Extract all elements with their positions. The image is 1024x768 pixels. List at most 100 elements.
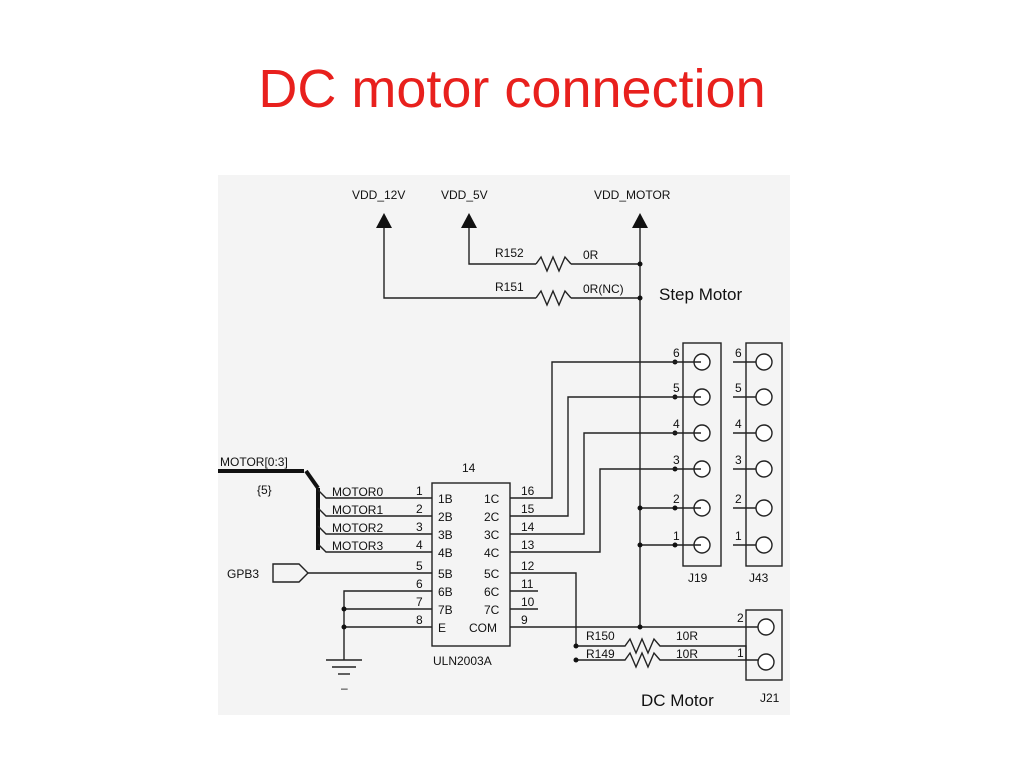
j19-pin-number: 1 [673, 529, 680, 543]
j43-pin-socket-icon [755, 536, 773, 554]
ic-right-pin-number: 12 [521, 559, 535, 573]
j43-label: J43 [749, 571, 769, 585]
vdd-12v-wire [383, 228, 536, 299]
ic-right-pin-number: 15 [521, 502, 535, 516]
ic-left-pin-name: 3B [438, 528, 453, 542]
ic-right-pin-name: COM [469, 621, 497, 635]
net-1c-to-j19-6 [510, 361, 701, 499]
motor-bus-riser [304, 469, 320, 490]
junction-j19-2 [637, 505, 643, 511]
motor-nets: MOTOR0 MOTOR1 MOTOR2 MOTOR3 [332, 485, 383, 553]
motor-bus-label: MOTOR[0:3] [220, 455, 288, 469]
ground-icon [326, 659, 362, 675]
ic-right-pin-name: 2C [484, 510, 500, 524]
ic-right-pin-number: 10 [521, 595, 535, 609]
ic-left-pin-number: 3 [416, 520, 423, 534]
r149-value: 10R [676, 647, 698, 661]
j43-pin-number: 1 [735, 529, 742, 543]
r149-junction [573, 657, 579, 663]
ic-left-pin-number: 8 [416, 613, 423, 627]
j43-pin-socket-icon [755, 424, 773, 442]
slide-title: DC motor connection [258, 59, 766, 119]
ic-left-pin-name: 5B [438, 567, 453, 581]
vdd-motor-arrow-icon [632, 213, 648, 228]
vdd-12v-label: VDD_12V [352, 188, 405, 202]
motor-net-label: MOTOR2 [332, 521, 383, 535]
j21-pin-number: 1 [737, 646, 744, 660]
j19-connector [682, 342, 722, 567]
motor1-wire [317, 507, 432, 517]
vdd-motor-label: VDD_MOTOR [594, 188, 671, 202]
j19-pin-number: 3 [673, 453, 680, 467]
junction-j19-2-pin [672, 505, 678, 511]
motor-net-label: MOTOR0 [332, 485, 383, 499]
ic-top-pin: 14 [462, 461, 476, 475]
ground-wire [343, 590, 432, 660]
j43-pin-number: 3 [735, 453, 742, 467]
j43-pin-number: 2 [735, 492, 742, 506]
junction-j19-1 [637, 542, 643, 548]
motor-net-label: MOTOR3 [332, 539, 383, 553]
r149-resistor-icon [576, 651, 746, 669]
ic-right-pin-name: 4C [484, 546, 500, 560]
ic-left-pin-name: 1B [438, 492, 453, 506]
j21-label: J21 [760, 691, 780, 705]
ic-right-pin-number: 11 [521, 577, 534, 591]
motor-net-label: MOTOR1 [332, 503, 383, 517]
r150-value: 10R [676, 629, 698, 643]
vdd-5v-arrow-icon [461, 213, 477, 228]
ic-5c-wire [510, 572, 577, 646]
r150-junction [573, 643, 579, 649]
net-4c-to-j19-3 [510, 468, 701, 553]
j21-pin-socket-icon [757, 618, 775, 636]
ic-right-pin-name: 5C [484, 567, 500, 581]
ic-left-pin-number: 1 [416, 484, 423, 498]
r152-value: 0R [583, 248, 599, 262]
gpb3-port-icon [272, 563, 309, 583]
r151-value: 0R(NC) [583, 282, 624, 296]
j43-pin-socket-icon [755, 499, 773, 517]
j21-connector [745, 609, 783, 681]
j43-pin-socket-icon [755, 353, 773, 371]
r151-ref: R151 [495, 280, 524, 294]
ic-left-pin-name: E [438, 621, 446, 635]
ic-right-pin-name: 3C [484, 528, 500, 542]
r149-ref: R149 [586, 647, 615, 661]
dc-motor-label: DC Motor [641, 691, 714, 710]
j19-pin-number: 6 [673, 346, 680, 360]
com-junction [637, 624, 643, 630]
ic-right-pin-name: 6C [484, 585, 500, 599]
ic-right-pin-number: 13 [521, 538, 535, 552]
j19-pin-number: 2 [673, 492, 680, 506]
ic-left-pin-number: 7 [416, 595, 423, 609]
motor0-wire [317, 489, 432, 499]
ic-right-pin-name: 7C [484, 603, 500, 617]
j19-pin-number: 4 [673, 417, 680, 431]
gpb3-label: GPB3 [227, 567, 259, 581]
ic-left-pin-number: 6 [416, 577, 423, 591]
motor3-wire [317, 543, 432, 553]
ic-right-pin-number: 9 [521, 613, 528, 627]
r152-resistor-icon [535, 255, 572, 273]
ic-left-pin-name: 4B [438, 546, 453, 560]
ic-left-pin-name: 6B [438, 585, 453, 599]
j43-pin-socket-icon [755, 388, 773, 406]
r150-ref: R150 [586, 629, 615, 643]
ic-name: ULN2003A [433, 654, 492, 668]
ground-junction [341, 606, 347, 612]
vdd-5v-wire [468, 228, 536, 265]
net-3c-to-j19-4 [510, 432, 701, 535]
j43-connector [745, 342, 783, 567]
motor2-wire [317, 525, 432, 535]
ic-right-pin-number: 14 [521, 520, 535, 534]
vdd-5v-label: VDD_5V [441, 188, 488, 202]
ic-left-pin-number: 5 [416, 559, 423, 573]
schematic-background [218, 175, 790, 715]
j43-pin-number: 4 [735, 417, 742, 431]
r152-ref: R152 [495, 246, 524, 260]
ic-left-pin-number: 2 [416, 502, 423, 516]
net-2c-to-j19-5 [510, 396, 701, 517]
ic-right-pin-number: 16 [521, 484, 535, 498]
